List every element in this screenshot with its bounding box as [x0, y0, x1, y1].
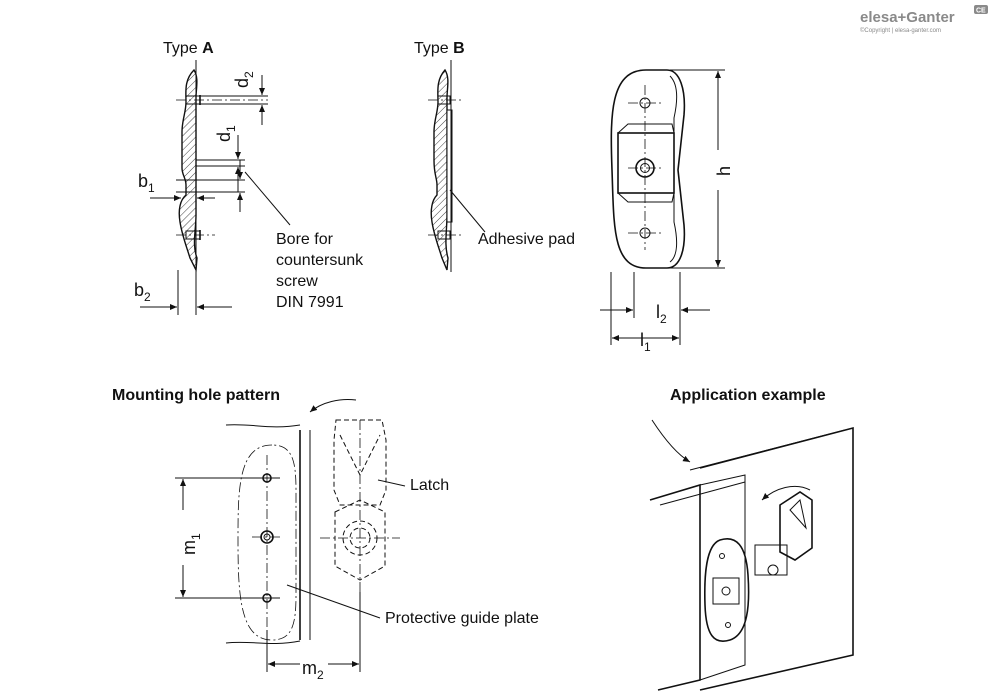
brand-name: elesa+Ganter: [860, 9, 955, 26]
mounting-title: Mounting hole pattern: [112, 387, 280, 404]
front-view: h l2 l1: [600, 69, 734, 354]
dim-m2: m2: [302, 658, 324, 682]
application-title: Application example: [670, 387, 826, 404]
type-b-label: Type B: [414, 40, 465, 57]
svg-text:countersunk: countersunk: [276, 252, 364, 269]
brand-copyright: ©Copyright | elesa-ganter.com: [860, 27, 941, 34]
dim-h: h: [714, 166, 734, 176]
type-b-section-view: Type B Adhesive pad: [414, 40, 575, 272]
dim-b2: b2: [134, 280, 151, 304]
svg-text:screw: screw: [276, 273, 318, 290]
dim-m1: m1: [179, 533, 203, 555]
dim-l1: l1: [640, 330, 651, 354]
bore-note: Bore for countersunk screw DIN 7991: [276, 231, 364, 311]
dim-l2: l2: [656, 302, 667, 326]
latch-label: Latch: [410, 477, 449, 494]
type-a-label: Type A: [163, 40, 214, 57]
dim-d2: d2: [232, 71, 256, 88]
svg-text:CE: CE: [976, 8, 986, 15]
brand-logo: elesa+Ganter CE ©Copyright | elesa-gante…: [860, 5, 988, 34]
guide-plate-label: Protective guide plate: [385, 610, 539, 627]
type-a-section-view: Type A d2 d1 b1 b2: [134, 40, 364, 315]
svg-text:DIN 7991: DIN 7991: [276, 294, 344, 311]
application-example: Application example: [649, 387, 854, 691]
dim-b1: b1: [138, 171, 155, 195]
mounting-hole-pattern: Mounting hole pattern m1 Latch: [112, 387, 539, 682]
dim-d1: d1: [214, 125, 238, 142]
svg-text:Bore for: Bore for: [276, 231, 334, 248]
adhesive-pad-label: Adhesive pad: [478, 231, 575, 248]
